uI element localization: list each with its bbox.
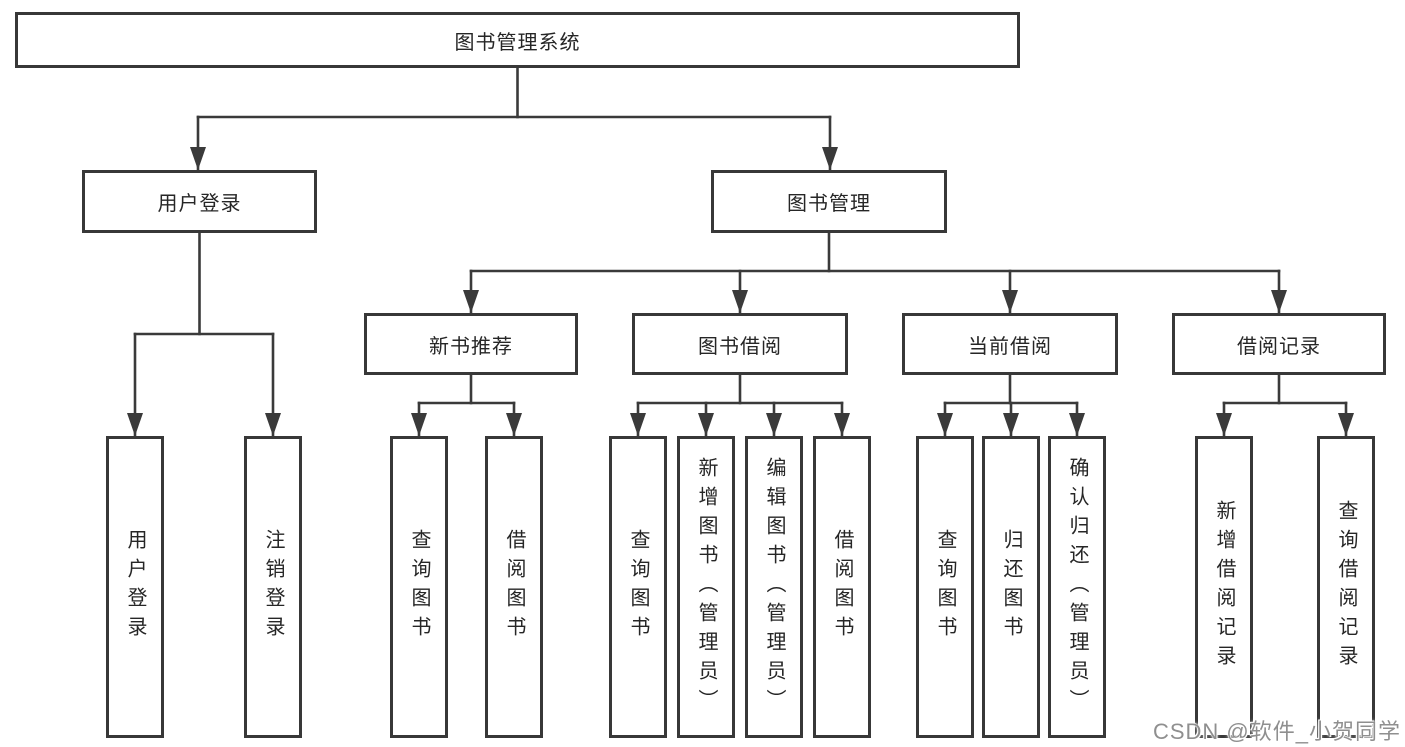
- leaf-add-borrow-record: 新增借阅记录: [1195, 436, 1253, 738]
- node-borrow-records: 借阅记录: [1172, 313, 1386, 375]
- node-book-management: 图书管理: [711, 170, 947, 233]
- leaf-edit-books-admin: 编辑图书（管理员）: [745, 436, 803, 738]
- node-book-borrowing: 图书借阅: [632, 313, 848, 375]
- leaf-user-login: 用户登录: [106, 436, 164, 738]
- leaf-query-books-borrowing: 查询图书: [609, 436, 667, 738]
- csdn-watermark: CSDN @软件_小贺同学: [1152, 719, 1401, 744]
- leaf-query-books-current: 查询图书: [916, 436, 974, 738]
- node-current-borrowing: 当前借阅: [902, 313, 1118, 375]
- leaf-query-books-recommend: 查询图书: [390, 436, 448, 738]
- node-user-login: 用户登录: [82, 170, 317, 233]
- leaf-borrow-books-recommend: 借阅图书: [485, 436, 543, 738]
- connector-group-root: [127, 66, 1354, 438]
- leaf-add-books-admin: 新增图书（管理员）: [677, 436, 735, 738]
- node-root-title: 图书管理系统: [15, 12, 1020, 68]
- leaf-confirm-return-admin: 确认归还（管理员）: [1048, 436, 1106, 738]
- leaf-return-books: 归还图书: [982, 436, 1040, 738]
- leaf-borrow-books: 借阅图书: [813, 436, 871, 738]
- leaf-query-borrow-record: 查询借阅记录: [1317, 436, 1375, 738]
- leaf-logout: 注销登录: [244, 436, 302, 738]
- node-new-book-recommend: 新书推荐: [364, 313, 578, 375]
